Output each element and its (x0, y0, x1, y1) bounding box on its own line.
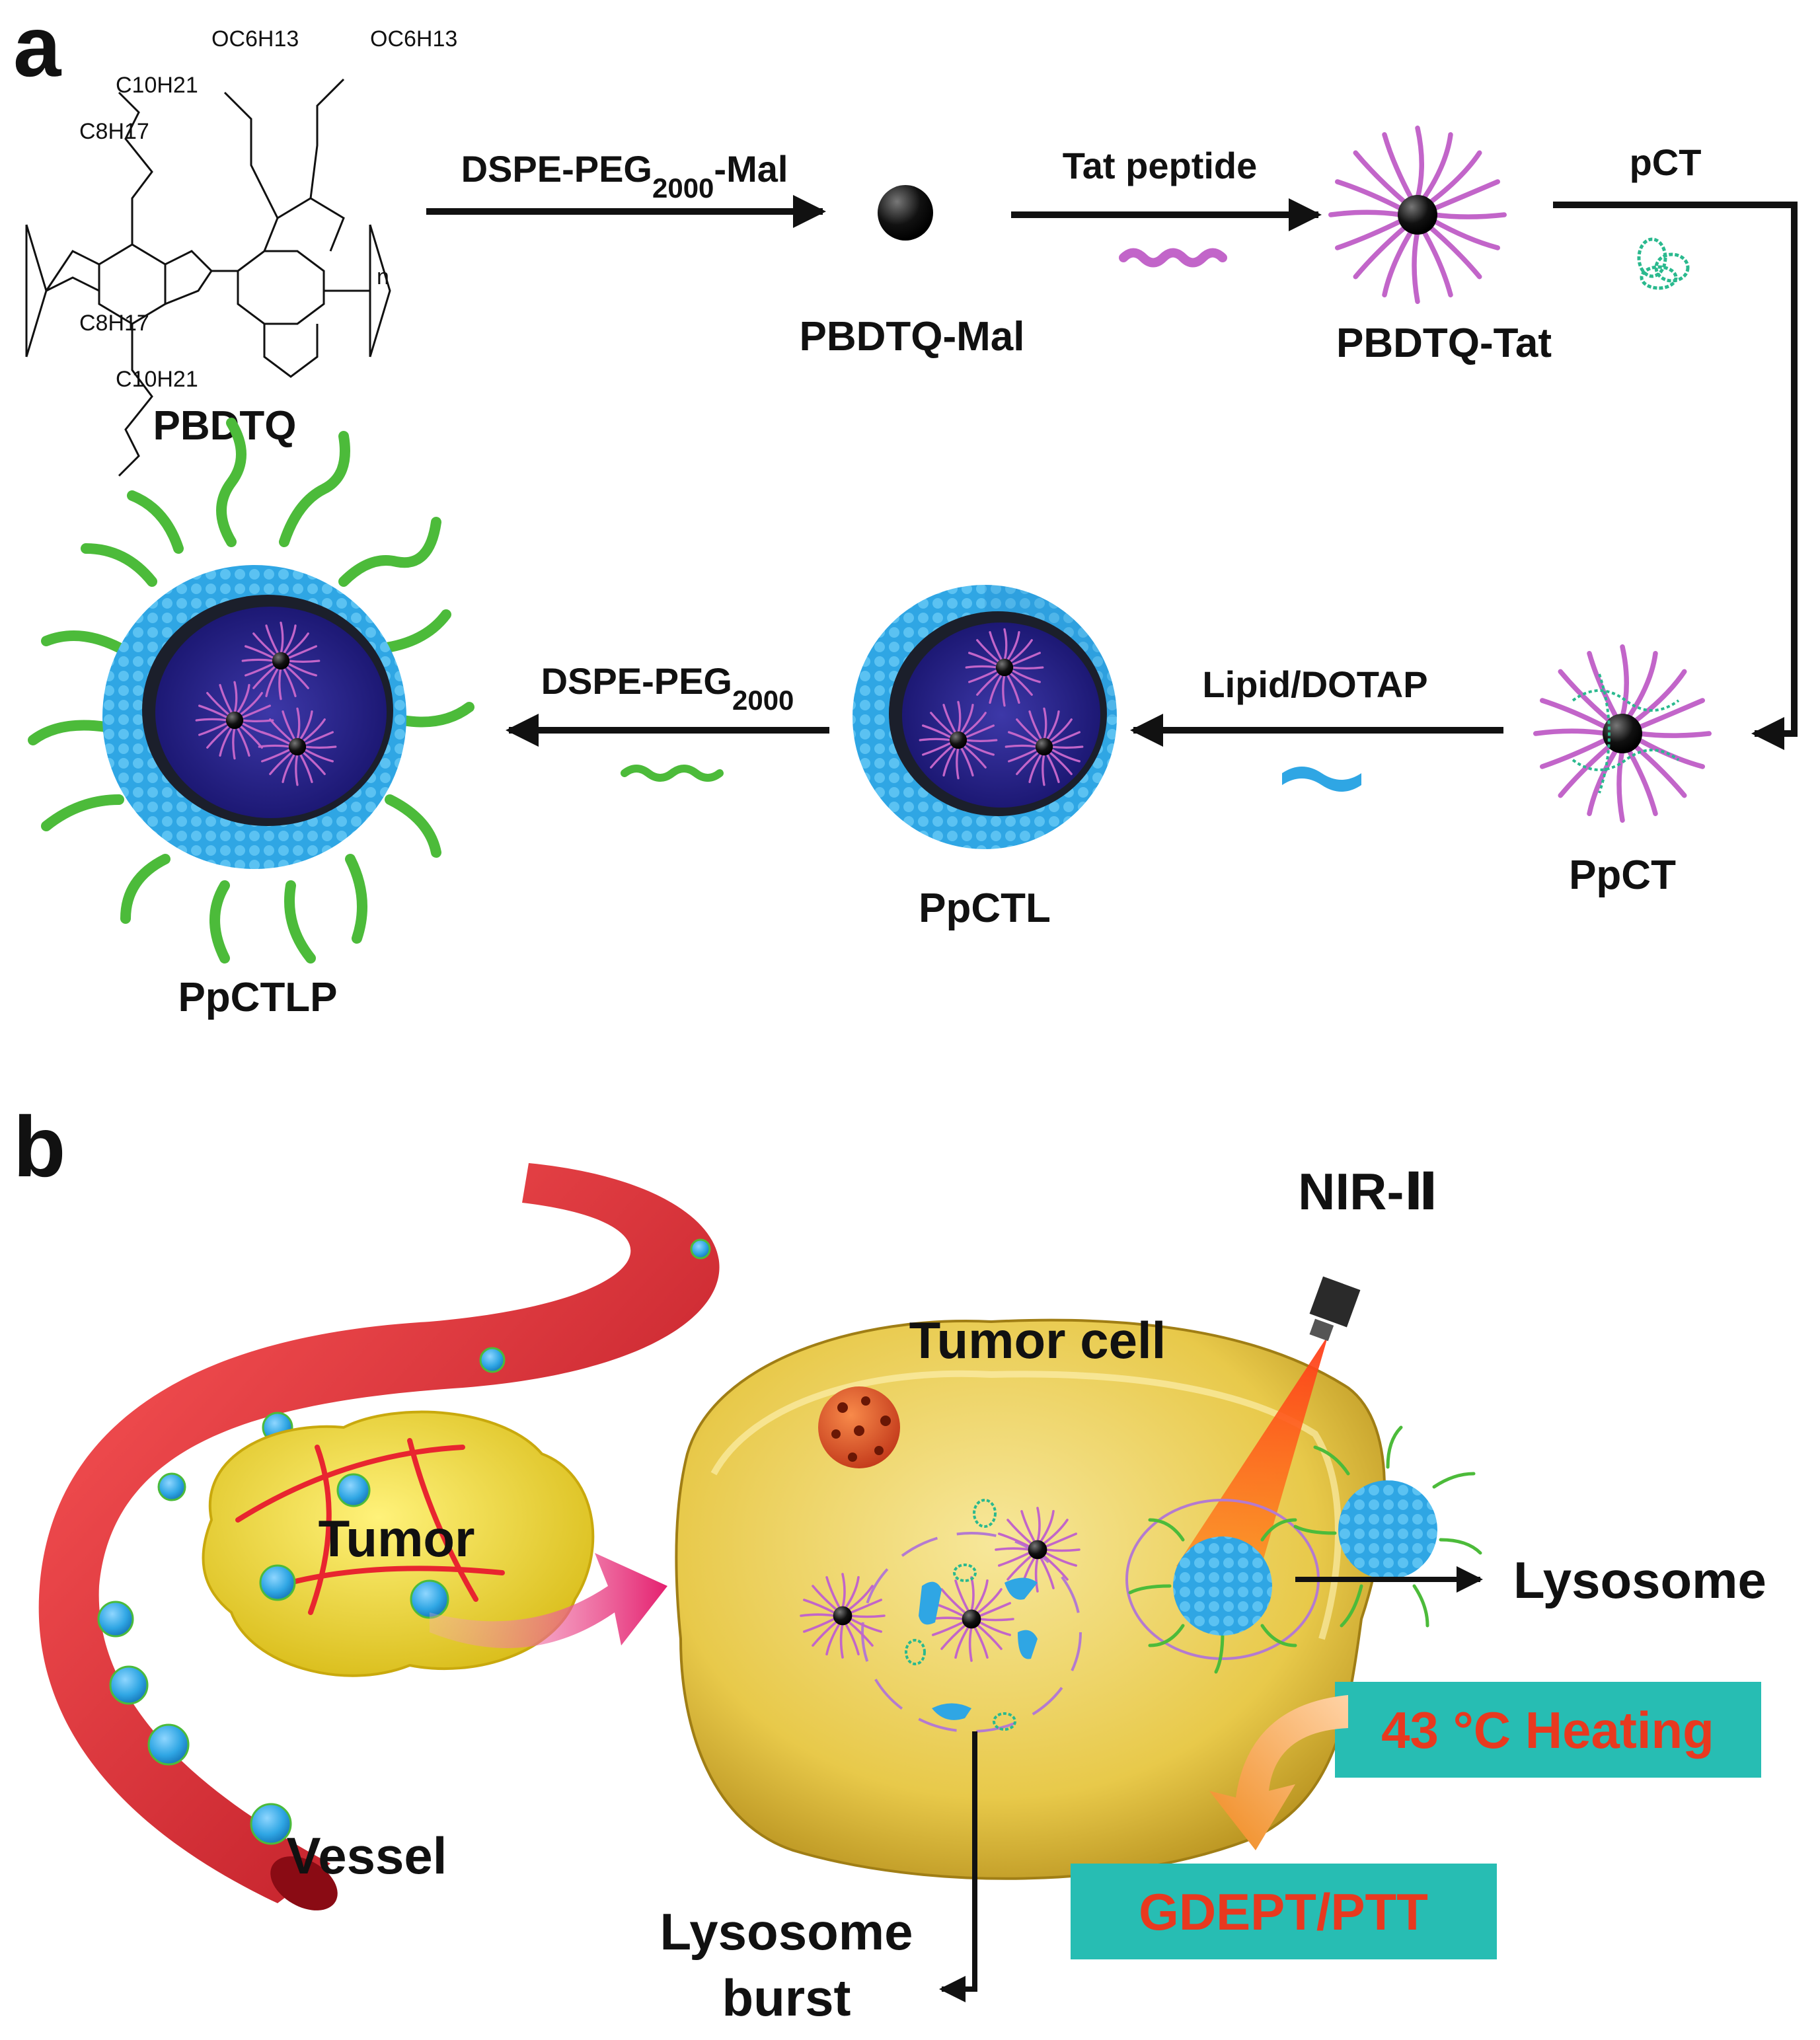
svg-text:n: n (377, 264, 389, 289)
tumor-cell-label: Tumor cell (909, 1311, 1166, 1369)
lysosome-burst-label-line2: burst (722, 1969, 851, 2027)
vessel-label: Vessel (287, 1827, 447, 1885)
heating-banner (1335, 1682, 1761, 1778)
product-pbdtq-tat-label: PBDTQ-Tat (1336, 321, 1552, 366)
therapy-banner (1071, 1864, 1497, 1959)
panel-a-label: a (13, 0, 62, 94)
product-ppct-label: PpCT (1569, 852, 1676, 898)
panel-a: a OC6H13 OC6H13 C10H21 C8H17 C8H17 C10 (13, 0, 1798, 1020)
lysosome-burst-arrow (939, 1731, 977, 2002)
lysosome (1125, 1499, 1320, 1674)
tumor-mass (202, 1410, 595, 1677)
step4-arrow: Lipid/DOTAP (1130, 663, 1503, 792)
peg-chain-icon (621, 765, 724, 782)
heating-label: 43 °C Heating (1381, 1701, 1714, 1759)
product-pbdtq-label: PBDTQ (153, 403, 297, 449)
lysosome-burst-label-line1: Lysosome (660, 1903, 913, 1961)
product-ppctlp-label: PpCTLP (178, 975, 337, 1020)
step1-arrow: DSPE-PEG2000-Mal (426, 148, 826, 228)
pct-plasmid-icon (1637, 237, 1690, 290)
heating-to-therapy-arrow (1209, 1695, 1348, 1850)
tat-peptide-icon (1119, 248, 1227, 268)
blood-vessel (38, 1163, 720, 1910)
ppct-particle (1536, 647, 1710, 821)
therapy-label: GDEPT/PTT (1139, 1883, 1428, 1941)
step5-arrow: DSPE-PEG2000 (506, 660, 829, 782)
pbdtq-tat-particle (1331, 128, 1505, 302)
step2-arrow: Tat peptide (1011, 145, 1322, 268)
product-pbdtq-mal-label: PBDTQ-Mal (800, 314, 1025, 359)
nucleus (818, 1386, 900, 1468)
step3-arrow: pCT (1553, 141, 1798, 750)
pbdtq-structure (25, 78, 391, 477)
lipid-sheet-icon (1282, 767, 1361, 792)
product-ppctl-label: PpCTL (919, 886, 1051, 931)
ppctlp-liposome (28, 418, 474, 963)
delivery-arrow (430, 1553, 667, 1648)
tumor-label: Tumor (319, 1509, 475, 1568)
ppctl-liposome (853, 585, 1117, 849)
step1-reagent-label: DSPE-PEG2000-Mal (461, 148, 788, 204)
pbdtq-chem-labels: OC6H13 OC6H13 C10H21 C8H17 C8H17 C10H21 … (79, 26, 457, 392)
step4-reagent-label: Lipid/DOTAP (1202, 663, 1427, 705)
panel-b-label: b (13, 1098, 65, 1195)
panel-b: b Vessel (13, 1098, 1766, 2027)
pbdtq-mal-particle (878, 185, 933, 241)
step3-reagent-label: pCT (1630, 141, 1702, 183)
svg-text:C8H17: C8H17 (79, 311, 149, 336)
burst-lysosome (800, 1499, 1082, 1733)
svg-text:OC6H13: OC6H13 (211, 26, 299, 52)
step5-reagent-label: DSPE-PEG2000 (541, 660, 794, 716)
lysosome-label: Lysosome (1513, 1551, 1766, 1609)
svg-text:C10H21: C10H21 (116, 73, 198, 98)
svg-text:C8H17: C8H17 (79, 119, 149, 144)
svg-text:C10H21: C10H21 (116, 367, 198, 392)
nir-laser (1176, 1276, 1361, 1586)
svg-text:OC6H13: OC6H13 (370, 26, 457, 52)
external-particle (1293, 1425, 1482, 1628)
nir-laser-label: NIR-Ⅱ (1298, 1162, 1438, 1221)
step2-reagent-label: Tat peptide (1063, 145, 1258, 186)
